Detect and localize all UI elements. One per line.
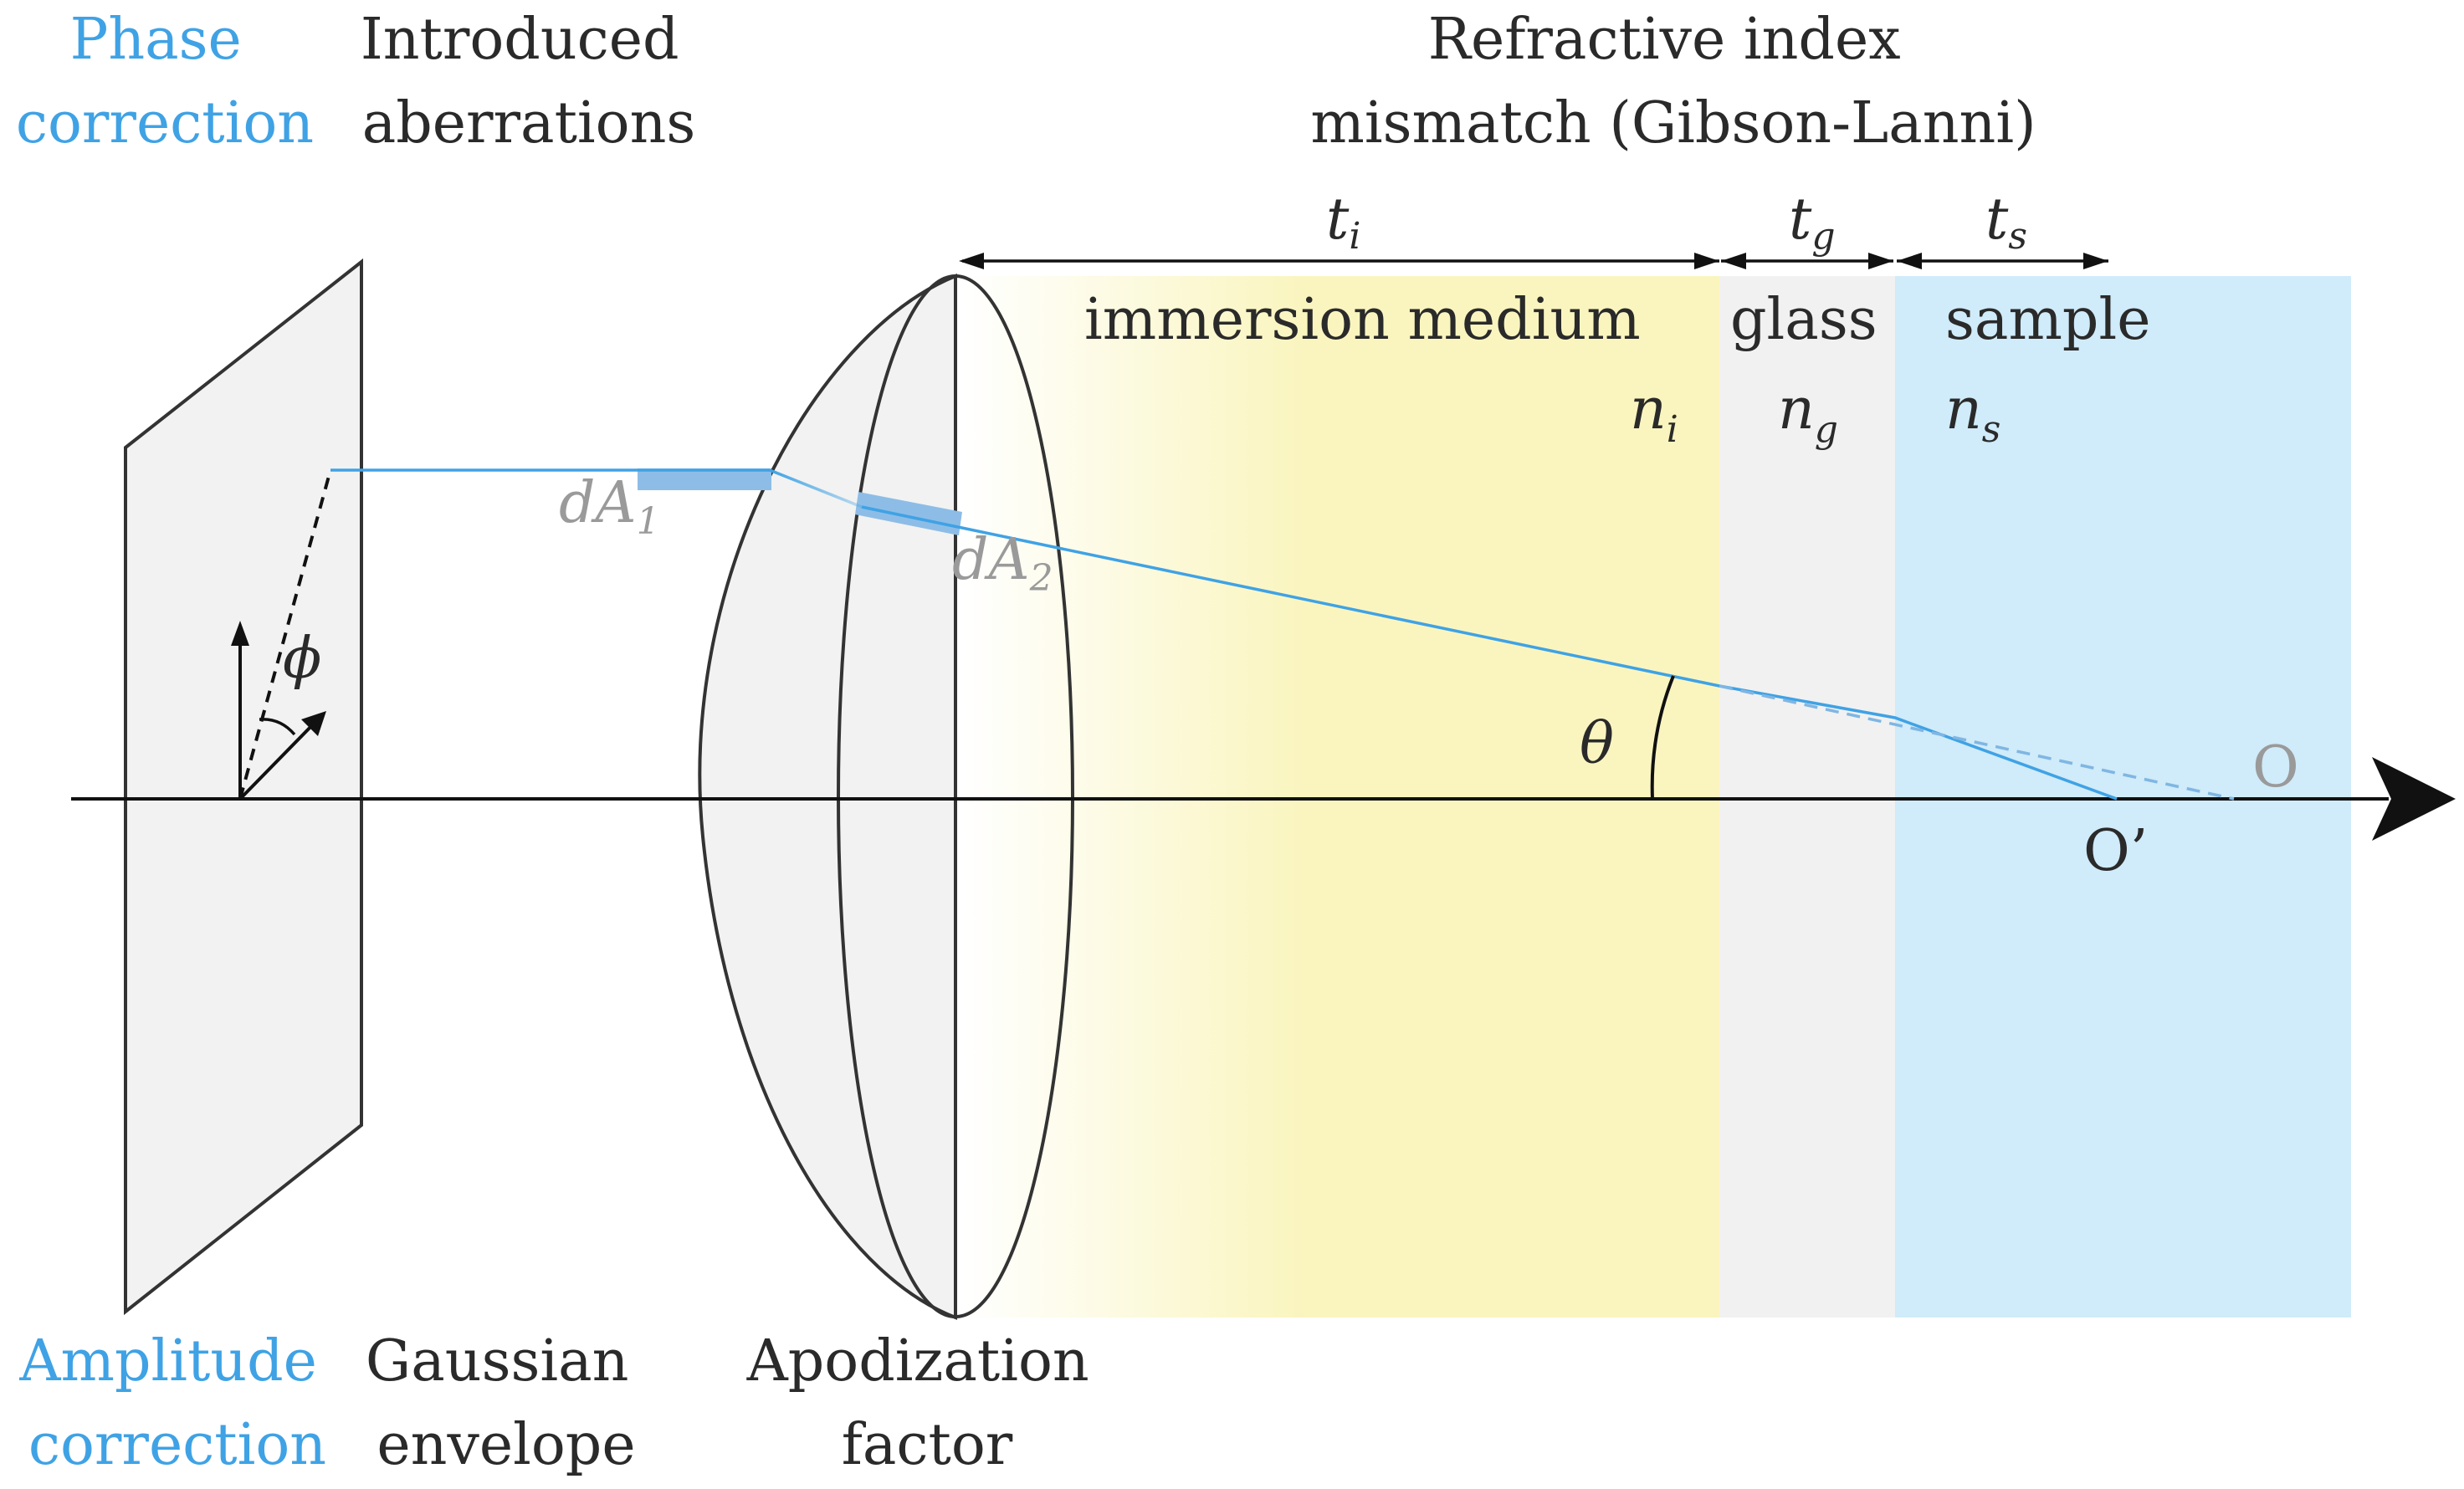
phi-symbol: ϕ (283, 626, 321, 692)
ti-arrow-right (1694, 253, 1719, 269)
refracted-ray (861, 505, 2118, 801)
ts-label: ts (1985, 187, 2027, 258)
nominal-focus-label: O (2252, 734, 2299, 801)
pupil-y-arrowhead (231, 621, 249, 646)
introduced-aberrations-label: Introduced aberrations (361, 7, 697, 156)
ns-label: ns (1945, 376, 2000, 451)
ts-arrow-right (2083, 253, 2108, 269)
dA1-label: dA1 (559, 470, 660, 543)
glass-name: glass (1730, 287, 1877, 353)
actual-focus-label: O’ (2083, 818, 2148, 884)
area-patch-2 (855, 492, 962, 535)
tg-label: tg (1789, 187, 1836, 258)
phase-correction-label: Phase correction (16, 7, 314, 156)
unaberrated-ray-dashed (1719, 684, 2235, 801)
refractive-mismatch-label: Refractive index mismatch (Gibson-Lanni) (1310, 7, 2036, 156)
pupil-plane (124, 258, 363, 1316)
dA2-label: dA2 (952, 527, 1053, 600)
phi-dashed-line (238, 469, 332, 800)
theta-angle-arc (1650, 675, 1675, 800)
pupil-diagonal-axis (238, 719, 318, 801)
gaussian-envelope-label: Gaussian envelope (366, 1328, 647, 1478)
ts-arrow-left (1897, 253, 1922, 269)
phi-angle-arc (259, 718, 296, 736)
ni-label: ni (1630, 376, 1678, 451)
ng-label: ng (1778, 376, 1838, 451)
lens-back-surface (698, 274, 957, 1320)
immersion-medium-name: immersion medium (1084, 287, 1641, 353)
pupil-diagonal-arrowhead (301, 711, 326, 736)
area-patch-1 (638, 468, 771, 490)
ti-label: ti (1326, 187, 1360, 258)
lens-front-ellipse (837, 274, 1074, 1318)
immersion-medium-region (962, 276, 1719, 1318)
apodization-factor-label: Apodization factor (746, 1328, 1108, 1478)
glass-region (1719, 276, 1895, 1318)
ti-arrow-left (959, 253, 984, 269)
ray-inside-lens (769, 468, 863, 509)
amplitude-correction-label: Amplitude correction (18, 1328, 335, 1478)
sample-name: sample (1945, 287, 2150, 353)
tg-arrow-right (1868, 253, 1893, 269)
sample-region (1895, 276, 2351, 1318)
tg-arrow-left (1721, 253, 1746, 269)
optical-axis-arrowhead (2372, 757, 2456, 841)
theta-symbol: θ (1580, 711, 1614, 777)
